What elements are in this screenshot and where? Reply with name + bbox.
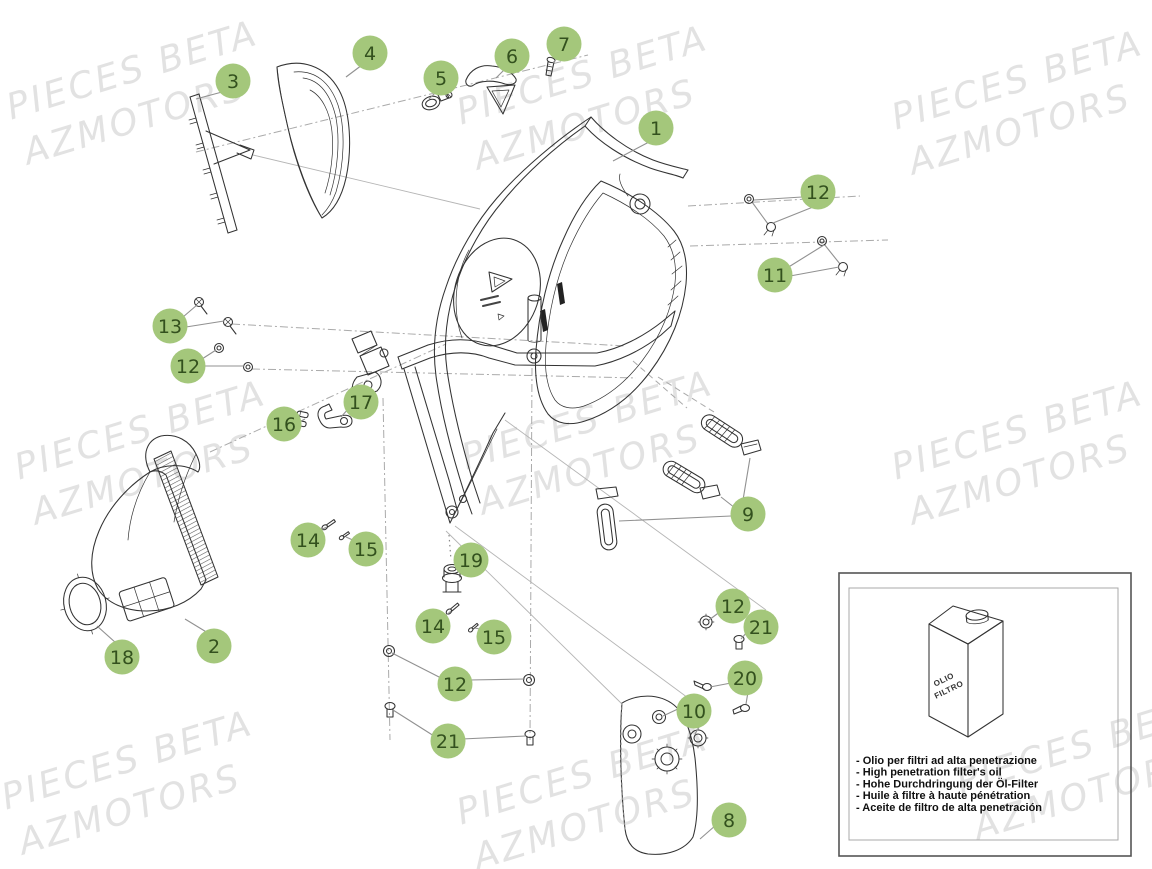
callout-12: 12	[170, 348, 206, 384]
callout-21: 21	[743, 609, 779, 645]
info-line: - Olio per filtri ad alta penetrazione	[856, 755, 1037, 767]
part-17-bracket	[317, 403, 353, 429]
svg-text:13: 13	[158, 316, 182, 338]
svg-text:7: 7	[558, 34, 570, 56]
callout-6: 6	[494, 38, 530, 74]
part-14-15-screws-mid	[445, 602, 479, 633]
callout-8: 8	[711, 802, 747, 838]
part-9-straps	[595, 414, 762, 551]
callout-19: 19	[453, 542, 489, 578]
svg-text:8: 8	[723, 810, 735, 832]
svg-text:21: 21	[436, 731, 460, 753]
callout-3: 3	[215, 63, 251, 99]
callout-12: 12	[715, 588, 751, 624]
info-box-inner-border	[848, 587, 1119, 841]
svg-text:12: 12	[721, 596, 745, 618]
part-4-duct-shell	[276, 62, 351, 219]
callout-14: 14	[290, 522, 326, 558]
svg-text:21: 21	[749, 617, 773, 639]
callout-7: 7	[546, 26, 582, 62]
callout-20: 20	[727, 660, 763, 696]
info-box: OLIO FILTRO - Olio per filtri ad alta pe…	[838, 572, 1132, 857]
part-3-mounting-plate	[188, 93, 255, 234]
callout-21: 21	[430, 723, 466, 759]
part-12-21-fasteners-bottom-right	[697, 613, 745, 650]
svg-text:6: 6	[506, 46, 518, 68]
part-18-clamp-ring	[60, 573, 110, 635]
callout-11: 11	[757, 257, 793, 293]
svg-text:14: 14	[296, 530, 320, 552]
callout-12: 12	[800, 174, 836, 210]
part-20-bolts	[693, 680, 751, 715]
info-line: - High penetration filter's oil	[856, 767, 1002, 779]
part-8-mud-flap	[620, 695, 698, 855]
callout-13: 13	[152, 308, 188, 344]
callout-15: 15	[476, 619, 512, 655]
svg-text:11: 11	[763, 265, 787, 287]
callout-1: 1	[638, 110, 674, 146]
svg-text:9: 9	[742, 504, 754, 526]
svg-text:12: 12	[176, 356, 200, 378]
svg-text:18: 18	[110, 647, 134, 669]
svg-text:17: 17	[349, 392, 373, 414]
part-14-15-screws-left	[321, 519, 351, 541]
svg-text:16: 16	[272, 414, 296, 436]
part-12-21-fasteners-bottom-left	[382, 644, 536, 746]
callout-10: 10	[676, 693, 712, 729]
svg-text:15: 15	[482, 627, 506, 649]
oil-bottle-illustration	[928, 605, 1004, 738]
svg-text:15: 15	[354, 539, 378, 561]
callout-17: 17	[343, 384, 379, 420]
svg-text:12: 12	[806, 182, 830, 204]
svg-text:20: 20	[733, 668, 757, 690]
svg-text:12: 12	[443, 674, 467, 696]
callout-layer: 1234567891011121212121314141515161718192…	[104, 26, 836, 838]
callout-4: 4	[352, 35, 388, 71]
svg-text:14: 14	[421, 616, 445, 638]
callout-5: 5	[423, 60, 459, 96]
svg-text:1: 1	[650, 118, 662, 140]
part-1-airbox	[351, 116, 689, 524]
svg-text:4: 4	[364, 43, 376, 65]
part-13-screws	[193, 296, 237, 335]
info-box-border	[838, 572, 1132, 857]
callout-18: 18	[104, 639, 140, 675]
part-11-12-fasteners	[743, 193, 849, 277]
svg-text:10: 10	[682, 701, 706, 723]
part-12-washers-left	[213, 342, 254, 373]
svg-text:19: 19	[459, 550, 483, 572]
info-line: - Hohe Durchdringung der Öl-Filter	[856, 777, 1039, 790]
part-2-air-filter	[91, 434, 219, 622]
info-line: - Aceite de filtro de alta penetración	[856, 802, 1042, 814]
callout-12: 12	[437, 666, 473, 702]
callout-2: 2	[196, 628, 232, 664]
svg-text:5: 5	[435, 68, 447, 90]
svg-text:3: 3	[227, 71, 239, 93]
callout-9: 9	[730, 496, 766, 532]
info-box-text: - Olio per filtri ad alta penetrazione- …	[856, 755, 1042, 814]
callout-16: 16	[266, 406, 302, 442]
info-line: - Huile à filtre à haute pénétration	[856, 790, 1030, 802]
callout-14: 14	[415, 608, 451, 644]
svg-text:2: 2	[208, 636, 220, 658]
callout-15: 15	[348, 531, 384, 567]
part-6-bracket	[465, 65, 517, 115]
